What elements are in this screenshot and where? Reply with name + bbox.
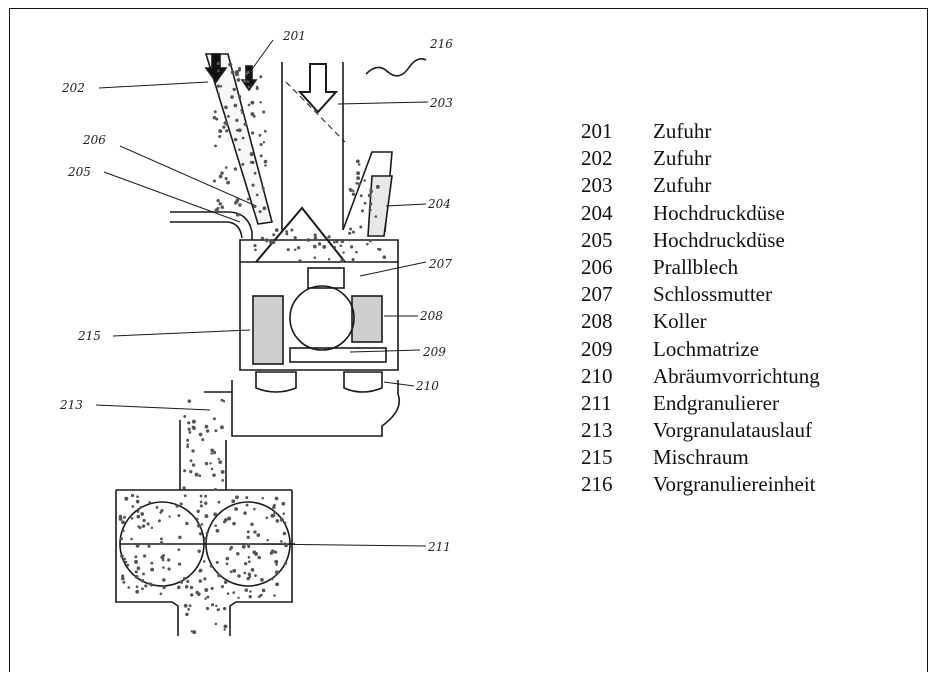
callout-207: 207: [428, 257, 452, 271]
legend-row: 210 Abräumvorrichtung: [581, 363, 820, 390]
lock-nut-207: [307, 267, 345, 289]
callout-202: 202: [61, 81, 85, 95]
scraper-210: [255, 371, 383, 393]
legend-number: 216: [581, 472, 613, 497]
legend-label: Vorgranuliereinheit: [653, 472, 816, 497]
legend-label: Zufuhr: [653, 146, 712, 171]
granule-texture: [118, 61, 387, 635]
legend-row: 208 Koller: [581, 308, 820, 335]
legend-number: 210: [581, 363, 613, 388]
final-granulator-211: [115, 489, 293, 636]
legend-number: 203: [581, 173, 613, 198]
callout-213: 213: [59, 398, 83, 412]
legend-number: 207: [581, 282, 613, 307]
callout-210: 210: [415, 379, 439, 393]
legend-row: 202 Zufuhr: [581, 145, 820, 172]
legend-row: 215 Mischraum: [581, 444, 820, 471]
legend-number: 208: [581, 309, 613, 334]
callout-206: 206: [82, 133, 106, 147]
callout-204: 204: [427, 197, 451, 211]
legend-label: Zufuhr: [653, 173, 712, 198]
callout-216: 216: [429, 37, 453, 51]
legend-number: 202: [581, 146, 613, 171]
legend-row: 203 Zufuhr: [581, 172, 820, 199]
feed-channel-203: [281, 62, 344, 232]
callout-201: 201: [282, 29, 306, 43]
legend-row: 211 Endgranulierer: [581, 390, 820, 417]
legend-number: 209: [581, 336, 613, 361]
leader-lines: [95, 39, 429, 547]
roller-208: [351, 295, 383, 343]
legend-label: Vorgranulatauslauf: [653, 418, 813, 443]
outlet-213: [179, 391, 232, 490]
legend-number: 205: [581, 227, 613, 252]
legend-row: 204 Hochdruckdüse: [581, 200, 820, 227]
callout-208: 208: [419, 309, 443, 323]
legend-label: Prallblech: [653, 254, 739, 279]
callout-203: 203: [429, 96, 453, 110]
mixing-215: [252, 295, 284, 365]
legend-label: Mischraum: [653, 445, 749, 470]
legend-number: 206: [581, 254, 613, 279]
legend-number: 213: [581, 418, 613, 443]
legend-number: 204: [581, 200, 613, 225]
legend-row: 213 Vorgranulatauslauf: [581, 417, 820, 444]
legend-label: Endgranulierer: [653, 390, 779, 415]
main-housing: [239, 239, 399, 371]
legend-label: Hochdruckdüse: [653, 227, 785, 252]
legend-row: 205 Hochdruckdüse: [581, 227, 820, 254]
legend-label: Abräumvorrichtung: [653, 363, 820, 388]
legend-row: 209 Lochmatrize: [581, 336, 820, 363]
legend-row: 206 Prallblech: [581, 254, 820, 281]
legend-row: 216 Vorgranuliereinheit: [581, 471, 820, 498]
figure-frame: [9, 8, 928, 672]
legend-row: 201 Zufuhr: [581, 118, 820, 145]
callout-211: 211: [427, 540, 451, 554]
callout-209: 209: [422, 345, 446, 359]
callout-205: 205: [67, 165, 91, 179]
legend-number: 215: [581, 445, 613, 470]
legend-number: 201: [581, 119, 613, 143]
legend-number: 211: [581, 390, 612, 415]
legend-label: Zufuhr: [653, 119, 712, 143]
nozzle-205: [170, 211, 253, 240]
legend-label: Schlossmutter: [653, 282, 772, 307]
legend-label: Lochmatrize: [653, 336, 760, 361]
nozzle-204: [367, 175, 393, 237]
callout-215: 215: [77, 329, 101, 343]
legend-row: 207 Schlossmutter: [581, 281, 820, 308]
arrow-202: [204, 53, 228, 84]
arrow-203: [297, 63, 339, 114]
legend-label: Hochdruckdüse: [653, 200, 785, 225]
squiggle-216: [365, 58, 427, 77]
legend-label: Koller: [653, 309, 707, 334]
